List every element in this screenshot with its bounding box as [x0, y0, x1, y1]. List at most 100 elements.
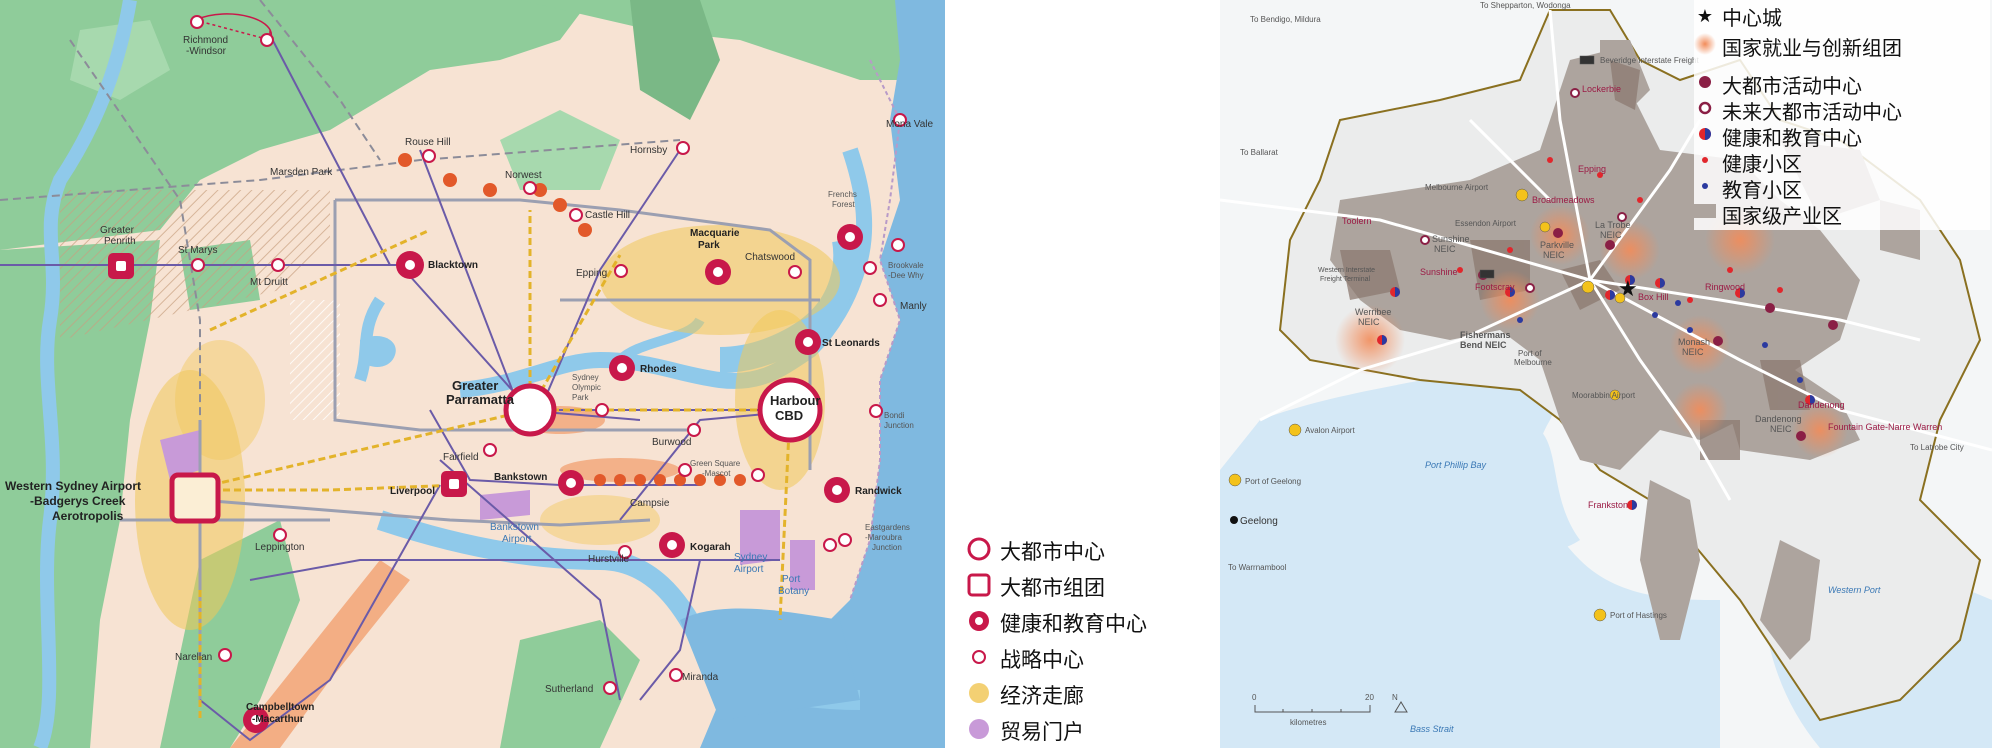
legend-label: 战略中心	[1000, 649, 1084, 672]
scale-bar	[1254, 701, 1408, 713]
label-hornsby: Hornsby	[630, 145, 667, 156]
port-phillip-bay	[1220, 358, 1720, 748]
label-miranda: Miranda	[682, 672, 719, 683]
label-rouse-hill: Rouse Hill	[405, 137, 451, 148]
growth-area	[290, 300, 340, 420]
ocean	[700, 0, 945, 748]
legend-label: 经济走廊	[1000, 685, 1084, 708]
label-moorabbin: Moorabbin Airport	[1572, 391, 1636, 400]
legend-label: 大都市中心	[1000, 541, 1105, 564]
label-fountain-gate: Fountain Gate-Narre Warren	[1828, 422, 1942, 432]
label-hurstville: Hurstville	[588, 554, 630, 565]
legend-item: 大都市中心	[966, 536, 1105, 566]
precinct	[560, 458, 680, 482]
greater-parramatta-centre	[503, 383, 557, 437]
label-dandenong: Dandenong	[1798, 400, 1845, 410]
urban-area	[1330, 50, 1860, 470]
label-epping: Epping	[1578, 164, 1606, 174]
health-precinct-icon	[1694, 151, 1716, 175]
legend-label: 健康小区	[1722, 154, 1802, 176]
label-blacktown: Blacktown	[428, 260, 478, 271]
label-rhodes: Rhodes	[640, 364, 677, 375]
legend-label: 国家级产业区	[1722, 206, 1842, 228]
green-open-space	[0, 240, 160, 748]
transit-corridor-dots	[398, 153, 746, 486]
green-open-space	[520, 0, 945, 80]
legend-item: 国家就业与创新组团	[1694, 32, 1902, 61]
lake	[360, 335, 396, 367]
sydney-metropolitan-map: Richmond-Windsor Rouse Hill Marsden Park…	[0, 0, 945, 748]
label-campsie: Campsie	[630, 498, 670, 509]
airport-port-icons	[1228, 55, 1626, 622]
legend-label: 健康和教育中心	[1000, 613, 1147, 636]
rail-lines	[0, 34, 811, 742]
health-education-centre-icon	[1694, 125, 1716, 149]
education-precinct-icon	[1694, 177, 1716, 201]
label-port-geelong: Port of Geelong	[1245, 477, 1301, 486]
metro-centre-icon	[966, 537, 992, 564]
route	[194, 19, 271, 41]
legend-item: 教育小区	[1694, 174, 1802, 203]
label-to-ballarat: To Ballarat	[1240, 148, 1279, 157]
label-sutherland: Sutherland	[545, 684, 593, 695]
state-industrial-area-icon	[1694, 203, 1716, 227]
roads	[1220, 9, 1992, 501]
label-north: N	[1392, 693, 1398, 702]
geelong-dot	[1230, 516, 1238, 524]
label-manly: Manly	[900, 301, 927, 312]
label-essendon: Essendon Airport	[1455, 219, 1517, 228]
urban-area	[1760, 540, 1820, 660]
education-precincts	[1517, 300, 1803, 383]
harbour-cbd-centre	[757, 377, 823, 443]
coast	[849, 59, 902, 601]
label-port-phillip: Port Phillip Bay	[1425, 460, 1487, 470]
label-richmond: Richmond-Windsor	[183, 35, 228, 57]
label-beveridge: Beveridge Interstate Freight	[1600, 56, 1699, 65]
sydney-legend: 大都市中心 大都市组团 健康和教育中心 战略中心 经济走廊 贸易门户	[966, 536, 1216, 751]
label-to-bendigo: To Bendigo, Mildura	[1250, 15, 1321, 24]
wsa-cluster	[169, 472, 221, 524]
legend-label: 中心城	[1722, 8, 1782, 30]
legend-item: 经济走廊	[966, 680, 1084, 710]
legend-item: 贸易门户	[966, 716, 1084, 746]
label-bankstown: Bankstown	[494, 472, 547, 483]
label-chatswood: Chatswood	[745, 252, 795, 263]
legend-item: 大都市活动中心	[1694, 70, 1862, 99]
label-geelong: Geelong	[1240, 516, 1278, 527]
trade-gateway-icon	[966, 718, 992, 744]
trade-gateway	[480, 490, 530, 520]
legend-item: 大都市组团	[966, 572, 1105, 602]
label-epping: Epping	[576, 268, 607, 279]
urban-area	[1640, 480, 1700, 640]
metro-activity-centres	[1553, 228, 1838, 441]
trade-gateway	[160, 430, 200, 480]
label-marsden-park: Marsden Park	[270, 167, 333, 178]
legend-label: 大都市活动中心	[1722, 76, 1862, 98]
health-education-precinct-icon	[966, 610, 992, 636]
metro-cluster-icon	[966, 573, 992, 600]
label-scale-0: 0	[1252, 693, 1257, 702]
legend-label: 国家就业与创新组团	[1722, 38, 1902, 60]
label-leppington: Leppington	[255, 542, 305, 553]
label-randwick: Randwick	[855, 486, 902, 497]
legend-item: 战略中心	[966, 644, 1084, 674]
economic-links	[189, 210, 792, 720]
label-box-hill: Box Hill	[1638, 292, 1669, 302]
label-campbelltown: Campbelltown-Macarthur	[246, 702, 314, 725]
label-toolern: Toolern	[1342, 216, 1372, 226]
label-western-port: Western Port	[1828, 585, 1881, 595]
sydney-map-canvas: Richmond-Windsor Rouse Hill Marsden Park…	[0, 0, 945, 748]
label-footscray: Footscray	[1475, 282, 1515, 292]
label-kogarah: Kogarah	[690, 542, 731, 553]
metro-activity-centre-icon	[1694, 73, 1716, 97]
label-sunshine: Sunshine	[1420, 267, 1458, 277]
